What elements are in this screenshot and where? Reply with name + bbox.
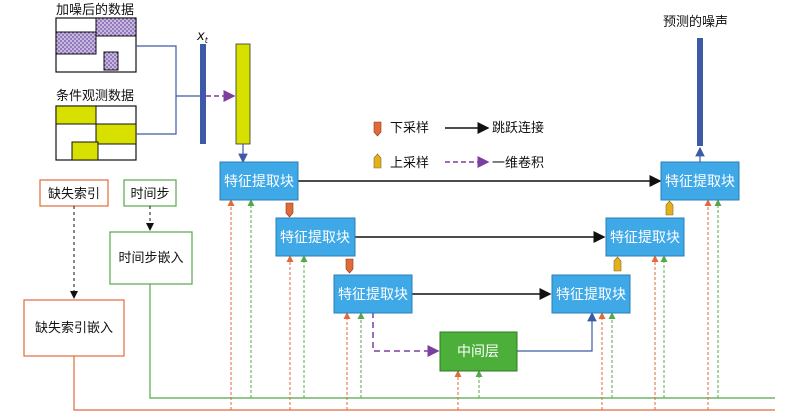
decoder-block-1: 特征提取块	[660, 161, 740, 201]
missing-index-box	[39, 179, 109, 207]
missing-index-bus	[73, 356, 775, 411]
timestep-bus	[149, 284, 775, 399]
cond-data-connector	[136, 96, 177, 135]
decoder-block-3: 特征提取块	[551, 274, 631, 314]
predicted-noise-bar	[697, 38, 703, 146]
encoder-block-2: 特征提取块	[275, 217, 356, 257]
noisy-data-connector	[136, 45, 200, 97]
middle-layer-label: 中间层	[457, 344, 499, 360]
predicted-noise-label: 预测的噪声	[663, 14, 728, 30]
xt-label: xt	[196, 29, 209, 45]
legend-upsample-label: 上采样	[390, 156, 429, 171]
noisy-data-panel	[55, 17, 137, 73]
encoder-block-3-label: 特征提取块	[338, 287, 408, 303]
noisy-data-label: 加噪后的数据	[56, 2, 134, 18]
xt-bar	[200, 44, 206, 144]
decoder-block-2-label: 特征提取块	[610, 230, 680, 246]
downsample-icon	[373, 121, 382, 137]
timestep-embed-box	[109, 231, 193, 285]
enc3-to-middle-conv-arrow	[372, 312, 440, 357]
upsample-icon-dec2	[665, 200, 674, 216]
legend-skip-label: 跳跃连接	[492, 120, 544, 136]
decoder-block-1-label: 特征提取块	[665, 174, 735, 190]
missing-embed-label: 缺失索引嵌入	[35, 321, 113, 336]
legend-downsample-label: 下采样	[390, 121, 429, 136]
decoder-block-2: 特征提取块	[605, 217, 685, 257]
upsample-icon-dec3	[613, 256, 622, 272]
legend-conv-label: 一维卷积	[492, 155, 544, 171]
decoder-block-3-label: 特征提取块	[556, 287, 626, 303]
conditioned-bar	[235, 43, 251, 145]
missing-index-label: 缺失索引	[48, 187, 100, 202]
encoder-block-1-label: 特征提取块	[224, 174, 294, 190]
timestep-label: 时间步	[130, 187, 169, 202]
legend: 下采样 跳跃连接 上采样 一维卷积	[373, 120, 544, 171]
embedding-feed-lines	[227, 199, 722, 410]
encoder-block-1: 特征提取块	[219, 161, 299, 201]
timestep-box	[123, 179, 177, 207]
timestep-embed-label: 时间步嵌入	[118, 251, 183, 266]
cond-data-label: 条件观测数据	[56, 88, 134, 104]
middle-layer: 中间层	[439, 331, 518, 372]
encoder-block-2-label: 特征提取块	[280, 230, 350, 246]
downsample-icon-enc1	[285, 202, 294, 218]
upsample-icon	[373, 153, 382, 169]
encoder-block-3: 特征提取块	[333, 274, 413, 314]
cond-data-panel	[55, 105, 137, 161]
missing-embed-box	[23, 299, 125, 357]
downsample-icon-enc2	[345, 258, 354, 274]
middle-to-dec3-arrow	[517, 311, 597, 352]
